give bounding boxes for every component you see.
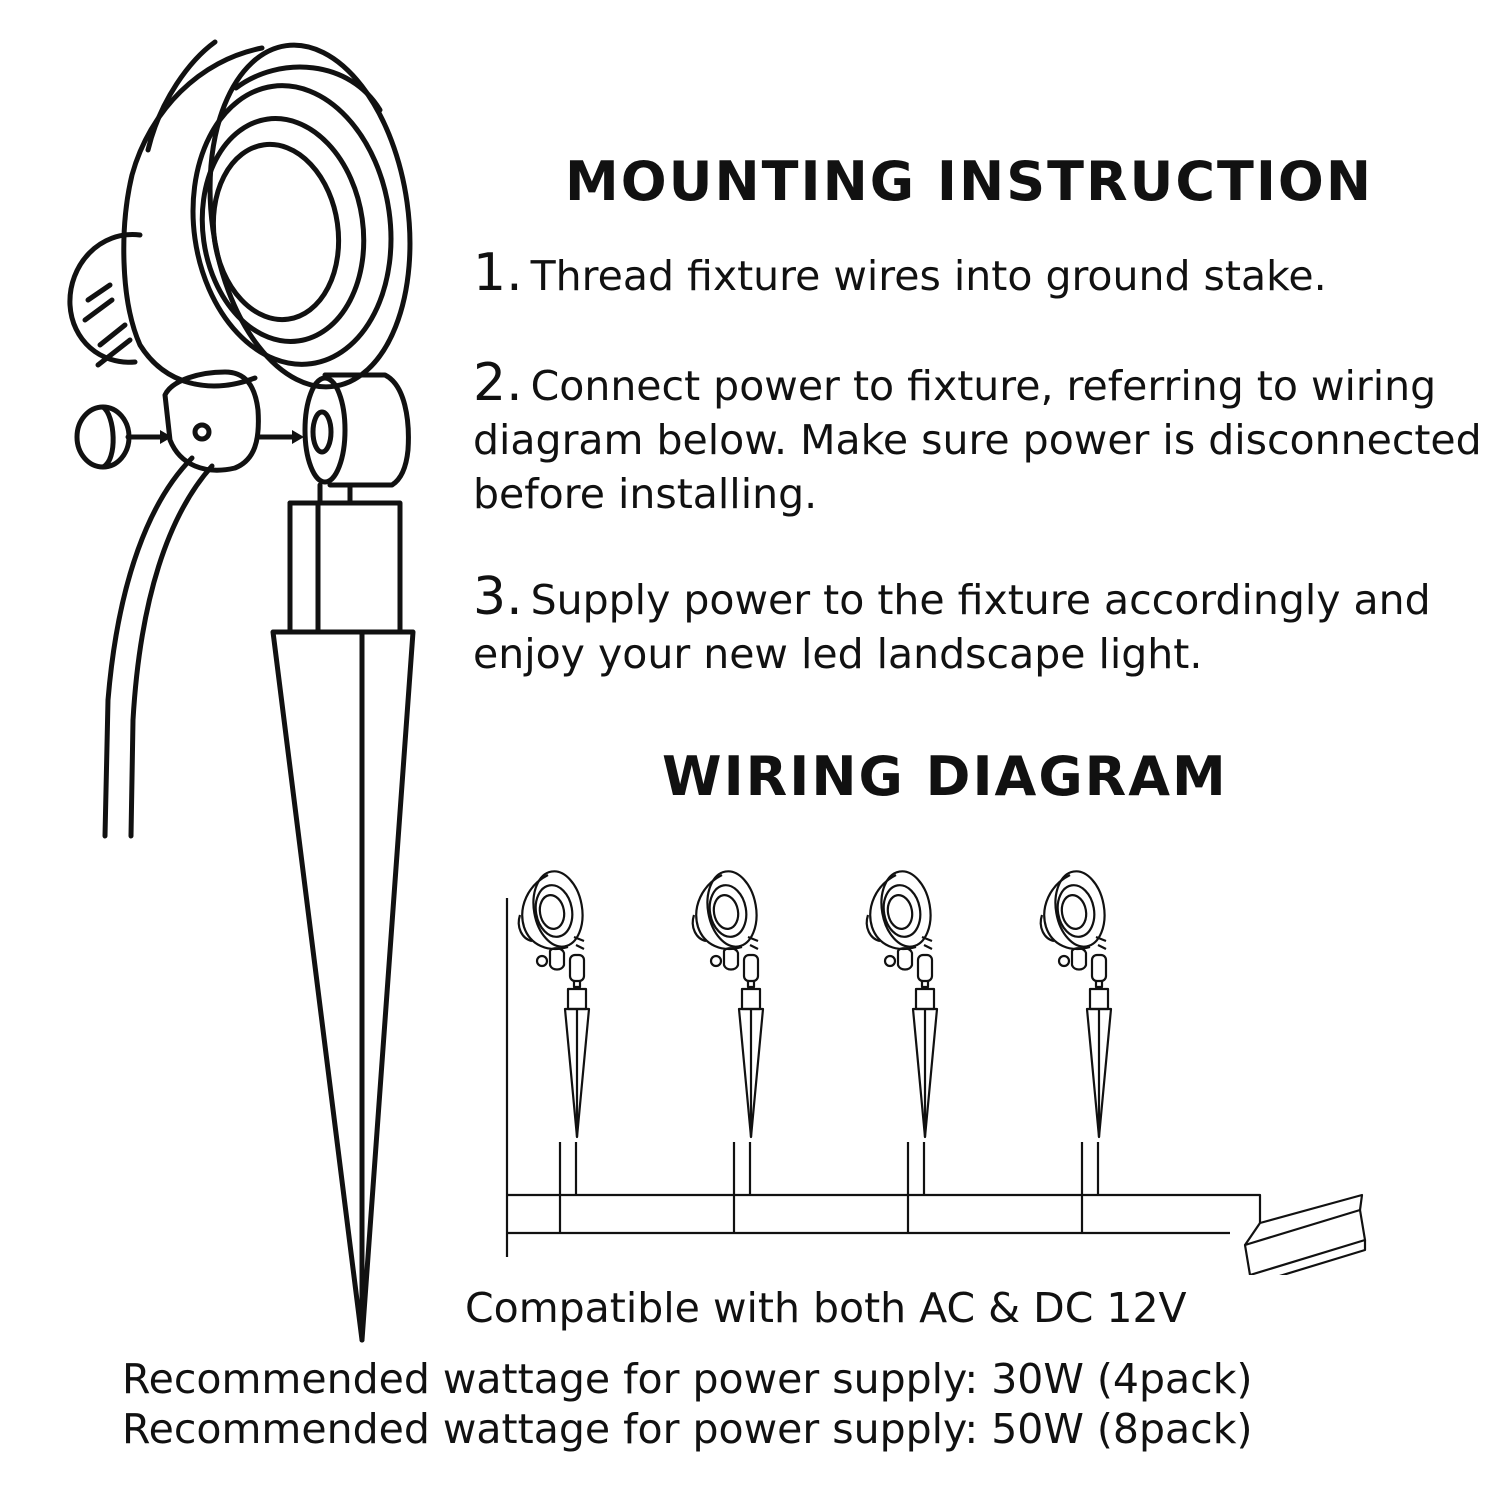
step-3-text: Supply power to the fixture accordingly … — [473, 576, 1431, 678]
wiring-diagram-title: WIRING DIAGRAM — [662, 745, 1228, 808]
mini-fixture-3 — [865, 866, 939, 1139]
mounting-step-1: 1.Thread fixture wires into ground stake… — [473, 246, 1483, 303]
drop-wire-3 — [906, 1142, 926, 1233]
compatibility-note: Compatible with both AC & DC 12V — [465, 1284, 1187, 1332]
mounting-instruction-title: MOUNTING INSTRUCTION — [565, 150, 1374, 213]
drop-wire-4 — [1080, 1142, 1100, 1233]
wiring-diagram — [505, 866, 1367, 1275]
mounting-step-3: 3.Supply power to the fixture accordingl… — [473, 570, 1483, 681]
spotlight-fixture-illustration — [67, 39, 416, 1343]
mini-fixture-4 — [1039, 866, 1113, 1139]
drop-wire-1 — [558, 1142, 578, 1233]
step-1-number: 1. — [473, 243, 523, 303]
wattage-recommendation-8pack: Recommended wattage for power supply: 50… — [122, 1405, 1253, 1453]
step-3-number: 3. — [473, 567, 523, 627]
wattage-recommendation-4pack: Recommended wattage for power supply: 30… — [122, 1355, 1253, 1403]
step-2-text: Connect power to fixture, referring to w… — [473, 362, 1482, 518]
mini-fixture-1 — [517, 866, 591, 1139]
mini-fixture-2 — [691, 866, 765, 1139]
step-1-text: Thread fixture wires into ground stake. — [530, 252, 1327, 300]
step-2-number: 2. — [473, 353, 523, 413]
mounting-step-2: 2.Connect power to fixture, referring to… — [473, 356, 1483, 521]
drop-wire-2 — [732, 1142, 752, 1233]
